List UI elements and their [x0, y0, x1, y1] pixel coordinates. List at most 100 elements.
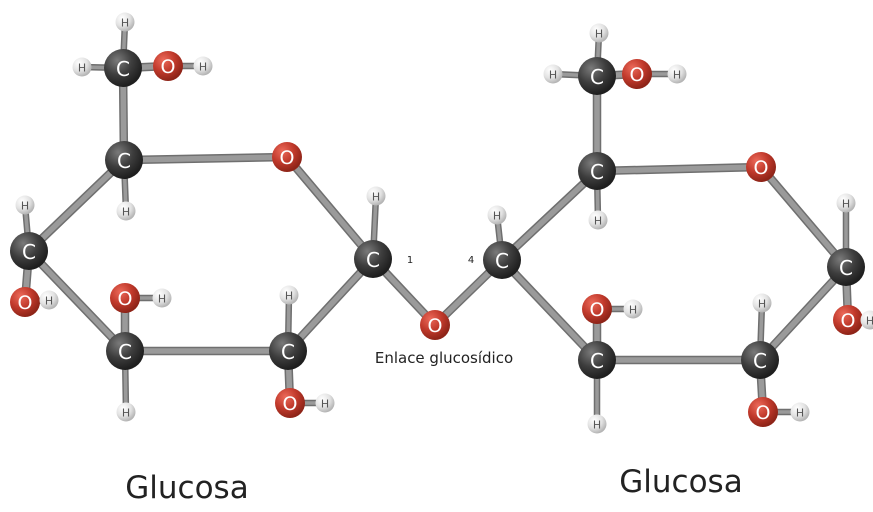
oxygen-atom-r-o1: O: [833, 305, 863, 335]
hydrogen-sphere: [15, 195, 35, 215]
carbon-atom-r-c5: C: [578, 152, 616, 190]
oxygen-atom-r-o3: O: [582, 294, 612, 324]
bond-R-O5-R-C1: [758, 164, 849, 270]
hydrogen-atom-l-h5: H: [116, 201, 136, 221]
oxygen-sphere: [420, 310, 450, 340]
hydrogen-sphere: [115, 12, 135, 32]
hydrogen-symbol: H: [673, 69, 681, 82]
hydrogen-atom-r-h1: H: [836, 193, 856, 213]
carbon-sphere: [104, 49, 142, 87]
bond-number-4: 4: [468, 255, 474, 266]
carbon-symbol: C: [753, 349, 767, 373]
hydrogen-sphere: [193, 56, 213, 76]
hydrogen-symbol: H: [21, 200, 29, 213]
carbon-atom-r-c4: C: [483, 241, 521, 279]
carbon-symbol: C: [590, 160, 604, 184]
oxygen-symbol: O: [630, 64, 645, 86]
hydrogen-atom-l-ho6: H: [193, 56, 213, 76]
oxygen-symbol: O: [756, 402, 771, 424]
hydrogen-sphere: [72, 57, 92, 77]
oxygen-sphere: [153, 51, 183, 81]
hydrogen-atom-l-ho4: H: [39, 290, 59, 310]
oxygen-sphere: [833, 305, 863, 335]
oxygen-atom-g-o: O: [420, 310, 450, 340]
oxygen-sphere: [272, 142, 302, 172]
right-glucose-label: Glucosa: [619, 464, 742, 500]
hydrogen-atom-l-h3: H: [116, 402, 136, 422]
carbon-atom-l-c3: C: [106, 332, 144, 370]
hydrogen-sphere: [152, 288, 172, 308]
hydrogen-atom-r-h4: H: [487, 205, 507, 225]
oxygen-sphere: [110, 283, 140, 313]
carbon-atom-r-c6: C: [578, 57, 616, 95]
hydrogen-sphere: [623, 299, 643, 319]
oxygen-symbol: O: [118, 288, 133, 310]
hydrogen-symbol: H: [121, 17, 129, 30]
oxygen-symbol: O: [161, 56, 176, 78]
carbon-symbol: C: [22, 240, 36, 264]
carbon-symbol: C: [495, 249, 509, 273]
bond-L-C5-L-O5: [121, 154, 290, 163]
oxygen-atom-r-o5: O: [746, 152, 776, 182]
carbon-sphere: [106, 332, 144, 370]
hydrogen-symbol: H: [122, 407, 130, 420]
carbon-sphere: [354, 240, 392, 278]
carbon-atom-r-c1: C: [827, 248, 865, 286]
hydrogen-symbol: H: [629, 304, 637, 317]
hydrogen-sphere: [589, 23, 609, 43]
hydrogen-atom-r-ho1: H: [860, 310, 873, 330]
oxygen-symbol: O: [428, 315, 443, 337]
hydrogen-sphere: [116, 201, 136, 221]
carbon-atom-r-c2: C: [741, 341, 779, 379]
hydrogen-atom-r-ho2: H: [790, 402, 810, 422]
oxygen-sphere: [748, 397, 778, 427]
carbon-sphere: [578, 152, 616, 190]
hydrogen-symbol: H: [321, 398, 329, 411]
bond-R-C4-R-C5: [499, 168, 600, 263]
hydrogen-atom-r-h5: H: [588, 210, 608, 230]
hydrogen-sphere: [315, 393, 335, 413]
hydrogen-atom-r-h2: H: [752, 293, 772, 313]
bond-number-1: 1: [407, 255, 413, 266]
hydrogen-sphere: [752, 293, 772, 313]
bond-L-C2-L-C1: [285, 256, 376, 354]
oxygen-atom-l-o2: O: [275, 388, 305, 418]
hydrogen-symbol: H: [866, 315, 873, 328]
oxygen-symbol: O: [841, 310, 856, 332]
hydrogen-atom-r-h3: H: [587, 414, 607, 434]
hydrogen-atom-l-ho3: H: [152, 288, 172, 308]
hydrogen-symbol: H: [45, 295, 53, 308]
oxygen-sphere: [746, 152, 776, 182]
carbon-sphere: [578, 341, 616, 379]
carbon-symbol: C: [366, 248, 380, 272]
hydrogen-atom-l-h4: H: [15, 195, 35, 215]
hydrogen-sphere: [588, 210, 608, 230]
oxygen-atom-l-o5: O: [272, 142, 302, 172]
carbon-symbol: C: [116, 57, 130, 81]
carbon-symbol: C: [590, 65, 604, 89]
carbon-atom-l-c4: C: [10, 232, 48, 270]
hydrogen-symbol: H: [78, 62, 86, 75]
hydrogen-symbol: H: [758, 298, 766, 311]
hydrogen-symbol: H: [372, 191, 380, 204]
hydrogen-atom-r-h6b: H: [543, 64, 563, 84]
hydrogen-symbol: H: [842, 198, 850, 211]
carbon-sphere: [741, 341, 779, 379]
bond-L-C4-L-C3: [26, 248, 128, 354]
carbon-sphere: [105, 141, 143, 179]
carbon-atom-l-c5: C: [105, 141, 143, 179]
hydrogen-sphere: [860, 310, 873, 330]
oxygen-symbol: O: [280, 147, 295, 169]
hydrogen-symbol: H: [493, 210, 501, 223]
oxygen-atom-l-o6: O: [153, 51, 183, 81]
oxygen-symbol: O: [754, 157, 769, 179]
hydrogen-sphere: [366, 186, 386, 206]
carbon-sphere: [578, 57, 616, 95]
oxygen-symbol: O: [590, 299, 605, 321]
carbon-atom-l-c1: C: [354, 240, 392, 278]
carbon-atom-l-c6: C: [104, 49, 142, 87]
bond-R-C1-R-C2: [757, 264, 849, 363]
hydrogen-symbol: H: [595, 28, 603, 41]
hydrogen-sphere: [39, 290, 59, 310]
